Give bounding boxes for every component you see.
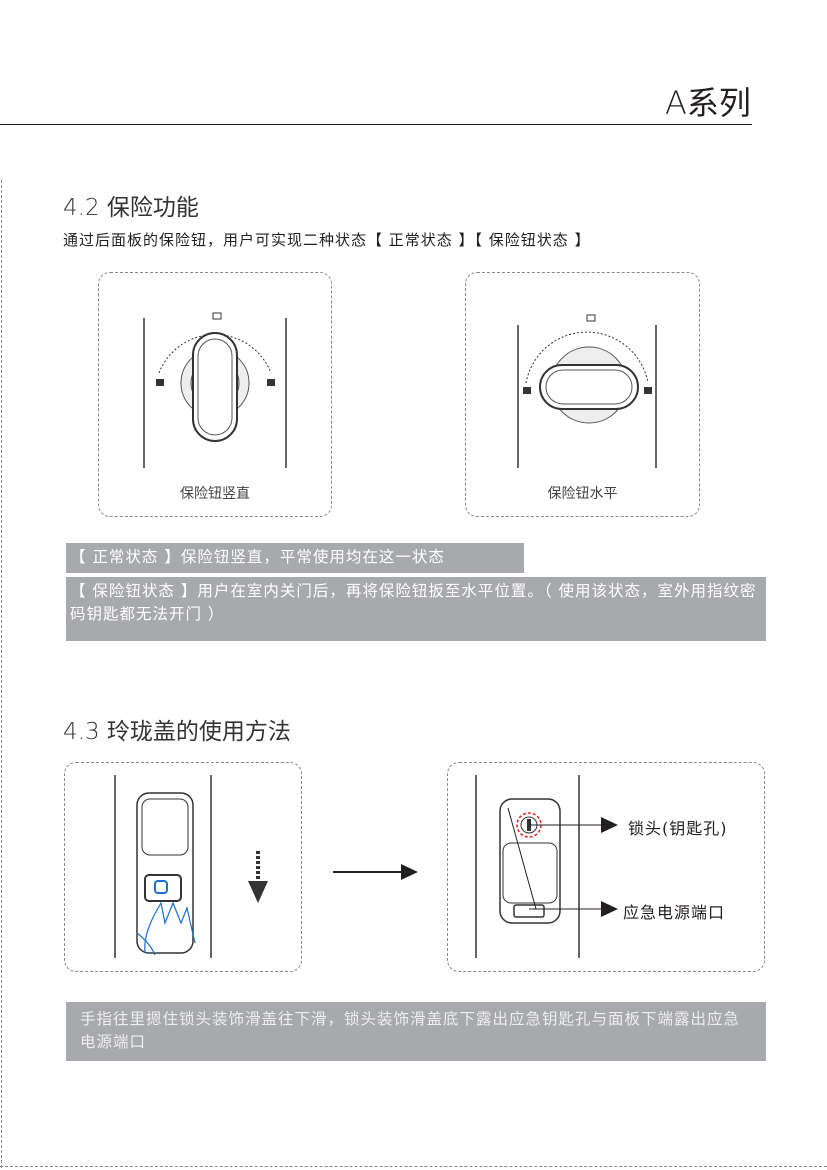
knob-vertical-illustration: [143, 312, 287, 468]
note-safety-state: 【 保险钮状态 】用户在室内关门后，再将保险钮扳至水平位置。（ 使用该状态，室外…: [66, 577, 766, 641]
slide-cover-illustration: [114, 775, 268, 958]
note-normal-state: 【 正常状态 】保险钮竖直，平常使用均在这一状态: [66, 543, 524, 573]
section-4-2-intro: 通过后面板的保险钮，用户可实现二种状态【 正常状态 】【 保险钮状态 】: [63, 231, 591, 249]
keyhole-label: 锁头(钥匙孔): [628, 819, 728, 838]
figure-revealed-ports: 锁头(钥匙孔) 应急电源端口: [447, 762, 765, 972]
series-title: A系列: [665, 84, 751, 122]
section-4-2-title: 4.2 保险功能: [63, 195, 199, 221]
power-port-label: 应急电源端口: [623, 903, 726, 922]
figure-slide-cover: [64, 762, 302, 972]
figure-caption: 保险钮水平: [547, 486, 618, 502]
section-4-3-title: 4.3 玲珑盖的使用方法: [63, 719, 291, 745]
note-slide-cover: 手指往里摁住锁头装饰滑盖往下滑，锁头装饰滑盖底下露出应急钥匙孔与面板下端露出应急…: [66, 1002, 766, 1061]
figure-knob-horizontal: 保险钮水平: [465, 272, 700, 517]
figure-caption: 保险钮竖直: [180, 486, 250, 502]
knob-horizontal-illustration: [517, 314, 657, 468]
left-dashed-border: [1, 180, 2, 1168]
header-divider: [0, 124, 752, 125]
figure-knob-vertical: 保险钮竖直: [98, 272, 332, 517]
revealed-ports-illustration: [475, 775, 618, 958]
bottom-dashed-border: [0, 1166, 827, 1167]
arrow-right-icon: [333, 864, 418, 880]
